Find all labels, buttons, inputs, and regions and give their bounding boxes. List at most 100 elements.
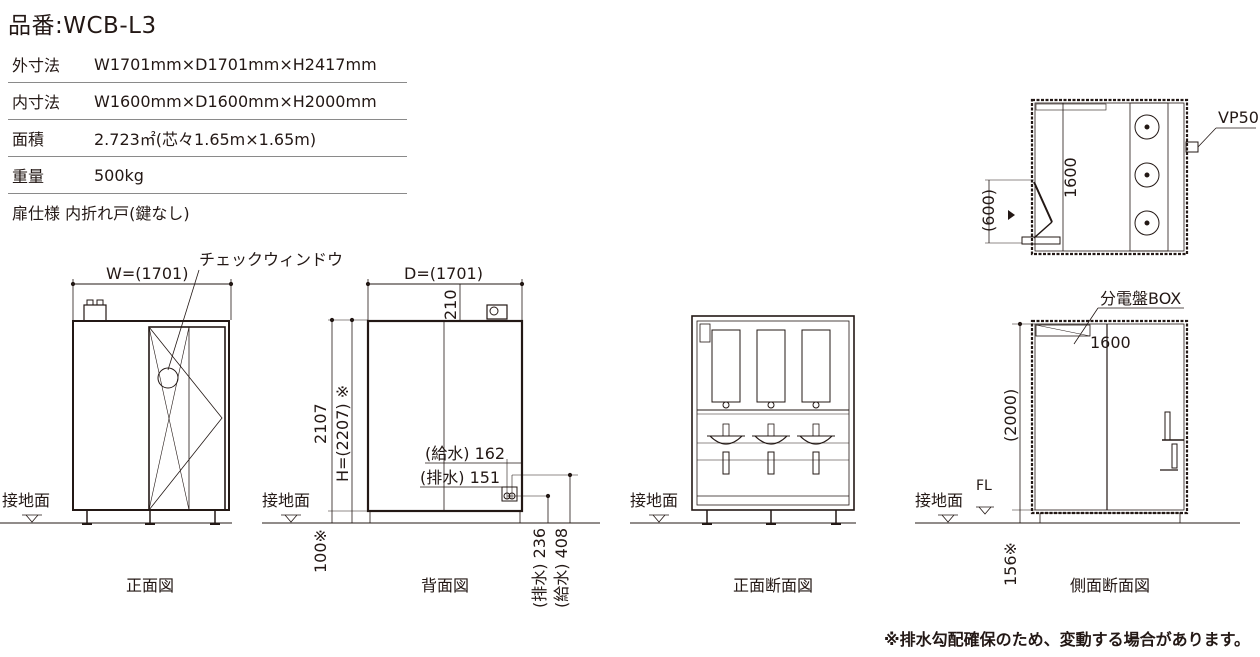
front-section-caption: 正面断面図 bbox=[733, 576, 813, 595]
spec-door: 扉仕様 内折れ戸(鍵なし) bbox=[12, 204, 190, 223]
front-width-label: W=(1701) bbox=[106, 264, 188, 283]
plan-wall-outer bbox=[1030, 98, 1189, 256]
spec-row-inner: 内寸法 W1600mm×D1600mm×H2000mm bbox=[8, 82, 407, 120]
back-top-dim: 210 bbox=[441, 289, 460, 320]
door-leaf bbox=[1033, 181, 1053, 223]
door-frame bbox=[1021, 236, 1061, 245]
fixture bbox=[767, 401, 775, 409]
section-inner bbox=[696, 320, 850, 506]
vp50-label: VP50 bbox=[1218, 108, 1259, 127]
sink-drain bbox=[1144, 220, 1150, 226]
fl-label: FL bbox=[976, 478, 992, 494]
spec-label: 面積 bbox=[8, 119, 94, 157]
plan-wall-inner bbox=[1034, 102, 1185, 252]
vent-icon bbox=[486, 304, 508, 320]
side-height-dim: (2000) bbox=[1001, 389, 1020, 442]
vent-cap bbox=[86, 299, 94, 306]
vent-icon bbox=[83, 304, 107, 322]
spec-label: 重量 bbox=[8, 156, 94, 194]
vent-hole bbox=[489, 306, 499, 316]
front-door bbox=[148, 326, 226, 511]
dim-dot bbox=[349, 317, 355, 323]
faucet bbox=[722, 423, 730, 437]
back-100-dim: 100※ bbox=[311, 529, 330, 573]
plan-1600-dim: 1600 bbox=[1061, 157, 1080, 198]
back-depth-label: D=(1701) bbox=[404, 264, 483, 283]
spec-value: 500kg bbox=[94, 156, 407, 194]
sink-basin bbox=[709, 435, 743, 445]
dim-dot bbox=[329, 317, 335, 323]
drain-trap bbox=[1171, 443, 1178, 469]
mirror bbox=[801, 329, 831, 403]
front-view: W=(1701) チェックウィンドウ 接地面 正面図 bbox=[0, 250, 343, 595]
fl-mark bbox=[978, 506, 992, 515]
sink-basin bbox=[1134, 210, 1160, 236]
faucet bbox=[812, 423, 820, 437]
spec-table: 外寸法 W1701mm×D1701mm×H2417mm 内寸法 W1600mm×… bbox=[8, 46, 407, 230]
dim-dot bbox=[567, 472, 573, 478]
sink-drain bbox=[1144, 124, 1150, 130]
plan-600-dim: (600) bbox=[979, 189, 998, 232]
faucet bbox=[767, 423, 775, 437]
dim-dot bbox=[365, 281, 371, 287]
plan-view: 1600 (600) VP50 bbox=[979, 98, 1259, 256]
side-depth-label: 1600 bbox=[1090, 333, 1131, 352]
spec-label: 内寸法 bbox=[8, 82, 94, 120]
panel-box-label: 分電盤BOX bbox=[1100, 289, 1181, 308]
panel-box bbox=[1035, 103, 1107, 111]
drain-slope-note: ※排水勾配確保のため、変動する場合があります。 bbox=[884, 630, 1250, 649]
spec-value: W1600mm×D1600mm×H2000mm bbox=[94, 82, 407, 120]
fixture bbox=[722, 401, 730, 409]
back-view-caption: 背面図 bbox=[421, 576, 469, 595]
door-swing-line bbox=[148, 326, 190, 511]
mirror bbox=[756, 329, 786, 403]
ground-label: 接地面 bbox=[915, 491, 963, 510]
front-section-view: 接地面 正面断面図 bbox=[630, 315, 856, 595]
ground-mark bbox=[941, 514, 955, 523]
door-leaf bbox=[1033, 221, 1053, 239]
check-window-label: チェックウィンドウ bbox=[199, 250, 343, 269]
ground-label: 接地面 bbox=[2, 491, 50, 510]
side-wall-inner bbox=[1034, 323, 1185, 511]
panel-box-diag bbox=[1035, 324, 1091, 337]
back-height-dim-1: 2107 bbox=[311, 403, 330, 444]
supply-h-label: (給水) 162 bbox=[425, 444, 505, 463]
ground-mark bbox=[284, 514, 298, 523]
panel-box bbox=[1035, 324, 1091, 337]
drain-trap bbox=[722, 451, 730, 475]
drain-trap bbox=[767, 451, 775, 475]
side-section-caption: 側面断面図 bbox=[1070, 576, 1150, 595]
back-height-dim-2: H=(2207) ※ bbox=[333, 385, 352, 482]
panel-box bbox=[699, 323, 711, 343]
drain-h-label: (排水) 151 bbox=[420, 468, 500, 487]
side-156-dim: 156※ bbox=[1001, 542, 1020, 586]
mirror bbox=[711, 329, 741, 403]
drain-v-label: (排水) 236 bbox=[530, 528, 549, 608]
spec-label: 外寸法 bbox=[8, 46, 94, 83]
sink-drain bbox=[1144, 172, 1150, 178]
door-swing-line bbox=[148, 326, 223, 511]
dim-dot bbox=[70, 281, 76, 287]
sink-basin bbox=[799, 435, 833, 445]
side-section-view: 分電盤BOX 1600 (2000) 156※ FL 接地面 側面断面図 bbox=[915, 289, 1240, 595]
spec-row-weight: 重量 500kg bbox=[8, 156, 407, 194]
section-body bbox=[691, 315, 855, 511]
counter bbox=[1129, 102, 1169, 252]
leader-line bbox=[1073, 307, 1099, 345]
product-code-title: 品番:WCB-L3 bbox=[8, 13, 157, 39]
ground-label: 接地面 bbox=[630, 491, 678, 510]
base-frame bbox=[1039, 512, 1181, 524]
entry-arrow-icon bbox=[1008, 210, 1015, 220]
back-view: D=(1701) 210 2107 H=(2207) ※ 100※ (給水) 1… bbox=[262, 264, 600, 608]
vent-cap bbox=[96, 299, 104, 306]
dim-dot bbox=[545, 493, 551, 499]
base-frame bbox=[369, 510, 521, 524]
spec-row-door: 扉仕様 内折れ戸(鍵なし) bbox=[8, 194, 407, 231]
ground-mark bbox=[652, 514, 666, 523]
supply-v-label: (給水) 408 bbox=[552, 528, 571, 608]
spec-row-area: 面積 2.723㎡(芯々1.65m×1.65m) bbox=[8, 119, 407, 157]
dim-dot bbox=[228, 281, 234, 287]
ground-mark bbox=[25, 514, 39, 523]
check-window bbox=[157, 367, 179, 389]
